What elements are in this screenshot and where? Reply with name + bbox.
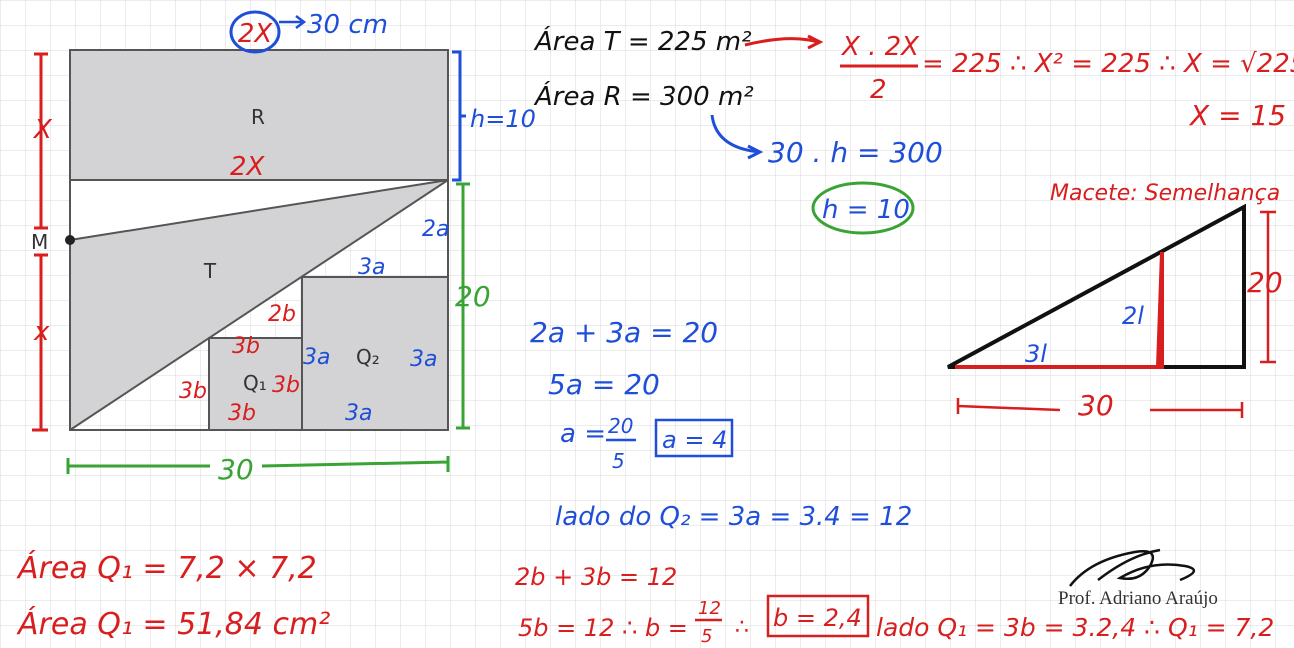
label-r: R bbox=[251, 105, 265, 129]
work-a-eq1: 2a + 3a = 20 bbox=[530, 316, 718, 349]
annot-h-10: h=10 bbox=[470, 105, 536, 133]
work-x-result: X = 15 bbox=[1188, 99, 1286, 132]
circle-h-result bbox=[811, 181, 915, 235]
work-lado-q2: lado do Q₂ = 3a = 3.4 = 12 bbox=[555, 502, 912, 532]
annot-q2-3a-right: 3a bbox=[410, 347, 437, 372]
segment-m-to-corner bbox=[69, 179, 449, 241]
square-q2 bbox=[302, 277, 448, 430]
annot-bottom-30: 30 bbox=[218, 453, 254, 486]
work-b-eq1: 2b + 3b = 12 bbox=[515, 563, 677, 591]
annot-t-3b: 3b bbox=[232, 334, 260, 359]
figure-annotations: 2X 30 cm h=10 X x 2X 2a 3a 20 2b 3b 3a 3… bbox=[32, 10, 536, 486]
work-b-sep: ∴ bbox=[735, 615, 749, 640]
square-q1 bbox=[209, 338, 302, 430]
label-q2: Q₂ bbox=[356, 345, 380, 369]
tri-label-30: 30 bbox=[1078, 389, 1114, 422]
tri-label-20: 20 bbox=[1247, 266, 1283, 299]
annot-q1-3b-right: 3b bbox=[272, 373, 300, 398]
working-notes: Área T = 225 m² Área R = 300 m² X . 2X 2… bbox=[16, 25, 1294, 647]
work-h-result: h = 10 bbox=[822, 195, 910, 225]
box-b-result bbox=[766, 594, 870, 638]
signature-block: Prof. Adriano Araújo bbox=[1058, 548, 1218, 609]
work-a-eq3-num: 20 bbox=[608, 414, 633, 438]
box-a-result bbox=[654, 418, 734, 458]
signature-name: Prof. Adriano Araújo bbox=[1058, 588, 1218, 609]
annot-r-2x: 2X bbox=[230, 152, 266, 182]
work-area-q1-a: Área Q₁ = 7,2 × 7,2 bbox=[16, 550, 317, 586]
handwritten-signature bbox=[1069, 548, 1195, 587]
work-a-box: a = 4 bbox=[662, 426, 727, 454]
tri-label-3l: 3l bbox=[1025, 340, 1047, 368]
circle-2x bbox=[229, 10, 281, 54]
work-b-eq2: 5b = 12 ∴ b = bbox=[518, 614, 688, 642]
work-eq-x-denominator: 2 bbox=[870, 75, 887, 105]
annot-q2-3a-bottom: 3a bbox=[345, 401, 372, 426]
geometry-figure: R T M Q₁ Q₂ bbox=[31, 49, 449, 431]
left-dim-x-bottom bbox=[32, 253, 48, 432]
brace-h bbox=[452, 50, 466, 182]
diagonal-line bbox=[69, 179, 449, 431]
work-area-t: Área T = 225 m² bbox=[533, 25, 752, 57]
tri-dim-20 bbox=[1260, 210, 1276, 364]
annot-left-x-top: X bbox=[32, 115, 53, 145]
work-eq-x-rest: = 225 ∴ X² = 225 ∴ X = √225 bbox=[922, 49, 1294, 79]
right-dim-20 bbox=[456, 182, 470, 430]
annot-t-3a: 3a bbox=[358, 255, 385, 280]
work-macete: Macete: Semelhança bbox=[1050, 181, 1280, 206]
work-b-box: b = 2,4 bbox=[773, 604, 862, 632]
work-area-q1-b: Área Q₁ = 51,84 cm² bbox=[16, 606, 330, 642]
annot-q2-3a-left: 3a bbox=[303, 345, 330, 370]
tri-dim-30 bbox=[956, 398, 1244, 418]
annot-top-2x: 2X bbox=[238, 19, 274, 49]
work-a-eq3-lhs: a = bbox=[560, 419, 606, 449]
annot-side-20: 20 bbox=[455, 280, 491, 313]
left-dim-x-top bbox=[34, 52, 48, 230]
work-a-eq2: 5a = 20 bbox=[548, 368, 660, 401]
arrow-right-icon bbox=[279, 15, 307, 29]
arrow-to-equation-icon bbox=[744, 34, 824, 50]
annot-t-2a: 2a bbox=[422, 217, 449, 242]
work-area-r: Área R = 300 m² bbox=[533, 80, 754, 112]
label-q1: Q₁ bbox=[243, 371, 267, 395]
work-b-frac-num: 12 bbox=[698, 598, 721, 619]
red-highlight-small-triangle bbox=[955, 251, 1164, 369]
point-m bbox=[65, 235, 75, 245]
work-eq-x-numerator: X . 2X bbox=[840, 32, 920, 62]
work-lado-q1: lado Q₁ = 3b = 3.2,4 ∴ Q₁ = 7,2 bbox=[876, 613, 1274, 642]
arrow-to-h-equation-icon bbox=[710, 114, 764, 160]
square-q1-outline bbox=[208, 337, 303, 431]
work-a-eq3-den: 5 bbox=[612, 449, 625, 473]
label-m: M bbox=[31, 230, 48, 254]
work-h-equation: 30 . h = 300 bbox=[768, 136, 943, 169]
annot-t-2b: 2b bbox=[268, 302, 296, 327]
work-b-frac-den: 5 bbox=[701, 626, 712, 647]
annot-q1-3b-left: 3b bbox=[179, 379, 207, 404]
bottom-dim-30 bbox=[66, 456, 450, 474]
tri-label-2l: 2l bbox=[1122, 302, 1144, 330]
annot-top-30cm: 30 cm bbox=[307, 10, 388, 40]
annot-q1-3b-bottom: 3b bbox=[228, 401, 256, 426]
rectangle-r bbox=[70, 50, 448, 180]
label-t: T bbox=[203, 259, 217, 283]
annot-left-x-bottom: x bbox=[33, 317, 50, 347]
